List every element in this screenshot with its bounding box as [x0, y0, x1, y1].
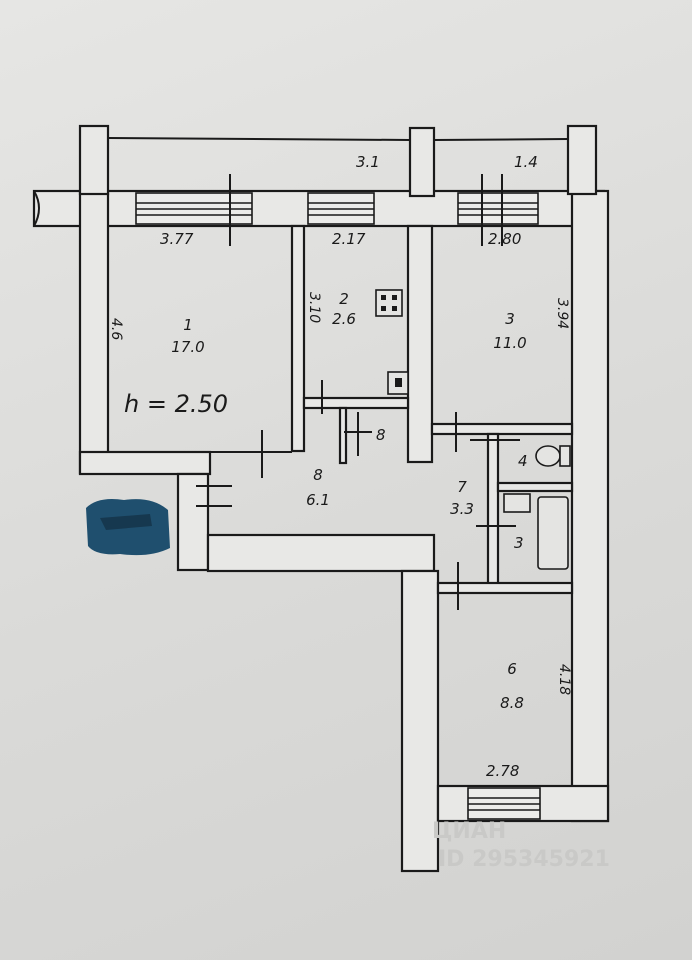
- room-2: 2 2.6: [332, 290, 356, 328]
- wall-wc-bath: [496, 481, 574, 493]
- dim-room2-width: 2.17: [332, 230, 366, 248]
- dimensions: 3.1 1.4 3.77 2.17 2.80 4.6 3.10 3.94 4.1…: [108, 153, 572, 780]
- dim-top-right: 1.4: [514, 153, 538, 171]
- dim-room6-depth: 4.18: [556, 664, 572, 695]
- room-number: 1: [183, 316, 193, 334]
- dim-room3-depth: 3.94: [554, 298, 570, 329]
- window-room6: [467, 787, 541, 820]
- dim-room2-depth: 3.10: [306, 292, 322, 323]
- balcony-rail-left: [107, 137, 411, 141]
- corridor-bottom-wall: [206, 533, 436, 573]
- room-area: 11.0: [493, 334, 526, 352]
- toilet-icon: [535, 445, 571, 467]
- ceiling-height: h = 2.50: [124, 390, 228, 418]
- wall-room6-left: [400, 569, 440, 873]
- watermark-id: ID 295345921: [438, 847, 610, 872]
- room-7: 7 3.3: [450, 478, 474, 518]
- room-number: 2: [339, 290, 349, 308]
- bathtub-icon: [503, 493, 569, 570]
- room-8: 8 6.1: [306, 466, 330, 509]
- room-number: 7: [457, 478, 467, 496]
- wall-room3-bottom: [430, 422, 574, 436]
- room-area: 17.0: [171, 338, 204, 356]
- window-room2: [307, 192, 375, 225]
- balcony-rail-right: [433, 138, 569, 141]
- room-3: 3 11.0: [493, 310, 526, 352]
- doors: [196, 380, 520, 610]
- balcony-post-mid: [408, 126, 436, 198]
- walls: [32, 124, 610, 873]
- wall-room6-top: [436, 581, 574, 595]
- window-room1: [135, 174, 253, 246]
- watermark-logo: ЦИАН: [432, 819, 506, 844]
- dim-room3-width: 2.80: [488, 230, 521, 248]
- room-6: 6 8.8: [500, 660, 524, 712]
- balcony-post-right: [566, 124, 598, 196]
- wall-pantry-left: [338, 406, 348, 465]
- room-1: 1 17.0: [171, 316, 204, 356]
- room-4-number: 4: [518, 452, 528, 470]
- room-labels: 1 17.0 2 2.6 3 11.0 4 3 6 8.8 7 3.3 8 6.…: [171, 290, 527, 712]
- ink-blot-mark: [100, 514, 152, 530]
- room-area: 6.1: [306, 491, 330, 509]
- left-wall: [78, 189, 110, 475]
- wall-room1-room2: [290, 224, 306, 453]
- entry-wall: [176, 472, 210, 572]
- dim-room1-depth: 4.6: [108, 318, 124, 340]
- room-number: 8: [313, 466, 323, 484]
- wall-room1-bottom: [78, 450, 212, 476]
- dim-room1-width: 3.77: [160, 230, 194, 248]
- window-room3: [457, 174, 539, 246]
- sink-icon: [387, 371, 409, 395]
- dim-top-left: 3.1: [356, 153, 380, 171]
- room-number: 3: [505, 310, 515, 328]
- windows: [135, 174, 541, 820]
- room-area: 8.8: [500, 694, 524, 712]
- pantry-number: 8: [376, 426, 386, 444]
- balcony-post-left: [78, 124, 110, 196]
- dim-room6-width: 2.78: [486, 762, 519, 780]
- room-number: 6: [507, 660, 517, 678]
- wall-bath-left: [486, 432, 500, 586]
- room-bath-number: 3: [514, 534, 524, 552]
- room-area: 2.6: [332, 310, 356, 328]
- right-wall: [570, 189, 610, 823]
- wall-pantry-top: [302, 396, 410, 410]
- stove-icon: [375, 289, 403, 317]
- wall-break: [33, 190, 40, 227]
- wall-room2-room3: [406, 224, 434, 464]
- room-area: 3.3: [450, 500, 474, 518]
